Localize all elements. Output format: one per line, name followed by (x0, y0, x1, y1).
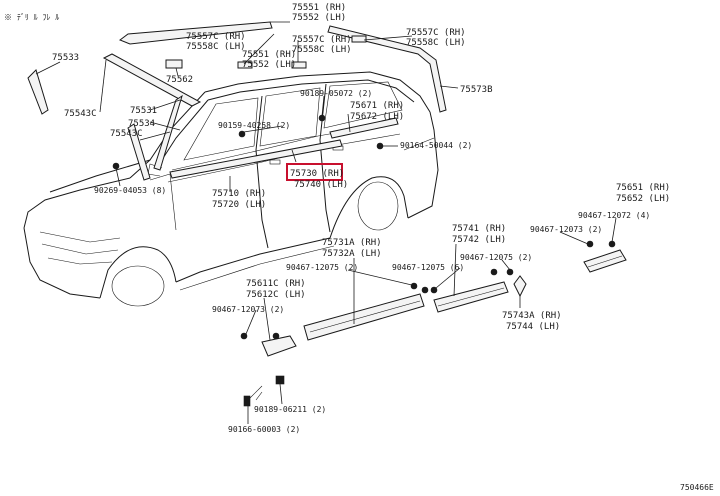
label-90189-05072: 90189-05072 (2) (300, 89, 372, 98)
label-75611c-rh: 75611C (RH) (246, 279, 306, 289)
label-75557c-rh: 75557C (RH) (406, 28, 466, 38)
leader-lines (35, 21, 617, 424)
label-90467-12075: 90467-12075 (2) (286, 263, 358, 272)
label-75612c-lh: 75612C (LH) (246, 290, 306, 300)
label-90467-12075: 90467-12075 (6) (392, 263, 464, 272)
label-75558c-lh: 75558C (LH) (292, 45, 352, 55)
label-90189-06211: 90189-06211 (2) (254, 405, 326, 414)
label-75558c-lh: 75558C (LH) (186, 42, 246, 52)
label-75551-rh: 75551 (RH) (292, 3, 346, 13)
header-note: ※ ﾃﾞﾘ ﾙ ﾌﾚ ﾙ (4, 13, 59, 22)
fasteners (112, 114, 616, 407)
label-75534: 75534 (128, 119, 155, 129)
label-75731a-rh: 75731A (RH) (322, 238, 382, 248)
label-75543c: 75543C (64, 109, 97, 119)
label-90269-04053: 90269-04053 (8) (94, 186, 166, 195)
label-75671-rh: 75671 (RH) (350, 101, 404, 111)
label-75531: 75531 (130, 106, 157, 116)
highlight-box (286, 163, 343, 181)
label-75743a-rh: 75743A (RH) (502, 311, 562, 321)
label-75557c-rh: 75557C (RH) (186, 32, 246, 42)
label-75742-lh: 75742 (LH) (452, 235, 506, 245)
label-75543c: 75543C (110, 129, 143, 139)
label-75552-lh: 75552 (LH) (242, 60, 296, 70)
label-75573b: 75573B (460, 85, 493, 95)
label-90164-50044: 90164-50044 (2) (400, 141, 472, 150)
label-90467-12073: 90467-12073 (2) (530, 225, 602, 234)
label-75652-lh: 75652 (LH) (616, 194, 670, 204)
figure-code: 750466E (680, 483, 714, 492)
label-75651-rh: 75651 (RH) (616, 183, 670, 193)
label-75562: 75562 (166, 75, 193, 85)
label-90467-12073: 90467-12073 (2) (212, 305, 284, 314)
label-75710-rh: 75710 (RH) (212, 189, 266, 199)
label-75551-rh: 75551 (RH) (242, 50, 296, 60)
label-90467-12072: 90467-12072 (4) (578, 211, 650, 220)
label-75558c-lh: 75558C (LH) (406, 38, 466, 48)
label-75672-lh: 75672 (LH) (350, 112, 404, 122)
roof-moldings (27, 21, 447, 181)
label-75744-lh: 75744 (LH) (506, 322, 560, 332)
label-75730-rh: 75730 (RH) (290, 169, 344, 179)
label-90159-40258: 90159-40258 (2) (218, 121, 290, 130)
label-75720-lh: 75720 (LH) (212, 200, 266, 210)
label-90166-60003: 90166-60003 (2) (228, 425, 300, 434)
side-moldings (169, 117, 627, 357)
label-90467-12075: 90467-12075 (2) (460, 253, 532, 262)
label-75533: 75533 (52, 53, 79, 63)
label-75552-lh: 75552 (LH) (292, 13, 346, 23)
label-75732a-lh: 75732A (LH) (322, 249, 382, 259)
part-labels: ※ ﾃﾞﾘ ﾙ ﾌﾚ ﾙ 75551 (RH) 75552 (LH) 75557… (4, 3, 714, 492)
label-75740-lh: 75740 (LH) (294, 180, 348, 190)
label-75557c-rh: 75557C (RH) (292, 35, 352, 45)
label-75741-rh: 75741 (RH) (452, 224, 506, 234)
